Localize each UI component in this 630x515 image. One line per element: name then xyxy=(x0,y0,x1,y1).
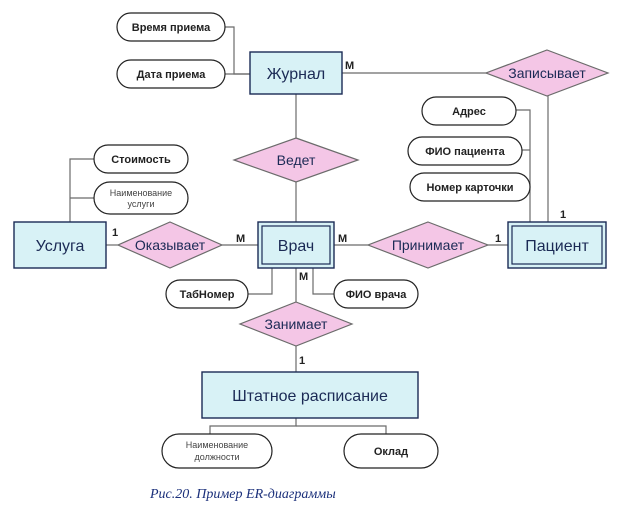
attribute-service-name-label-line1: Наименование xyxy=(110,188,172,198)
attribute-visit-time-label: Время приема xyxy=(132,22,211,34)
relationship-keeps-diamond xyxy=(232,137,360,183)
entity-doctor[interactable]: Врач xyxy=(257,221,335,269)
attribute-cost[interactable]: Стоимость xyxy=(93,144,189,174)
entity-service-label: Услуга xyxy=(36,238,85,255)
relationship-provides-label: Оказывает xyxy=(135,237,206,253)
attribute-patient-name-oval xyxy=(407,136,523,166)
entity-journal[interactable]: Журнал xyxy=(249,51,343,95)
relationship-receives-label: Принимает xyxy=(392,237,465,253)
entity-patient[interactable]: Пациент xyxy=(507,221,607,269)
connector-doctor-name xyxy=(312,268,334,295)
attribute-cost-oval xyxy=(93,144,189,174)
cardinality-service-provides: 1 xyxy=(112,227,118,239)
cardinality-patient-receives: 1 xyxy=(495,233,501,245)
relationship-records-label: Записывает xyxy=(508,65,586,81)
figure-caption: Рис.20. Пример ER-диаграммы xyxy=(149,487,336,502)
attribute-doctor-name-oval xyxy=(333,279,419,309)
entity-staff-label: Штатное расписание xyxy=(232,388,388,405)
cardinality-doctor-provides: M xyxy=(236,233,245,245)
entity-journal-box xyxy=(249,51,343,95)
attribute-patient-name[interactable]: ФИО пациента xyxy=(407,136,523,166)
attribute-address[interactable]: Адрес xyxy=(421,96,517,126)
entity-doctor-box xyxy=(257,221,335,269)
attribute-card-number-oval xyxy=(409,172,531,202)
cardinalities: M 1 1 M M 1 M 1 xyxy=(112,60,566,367)
relationship-records[interactable]: Записывает xyxy=(484,49,610,97)
attribute-cost-label: Стоимость xyxy=(111,154,171,166)
connector-address xyxy=(516,109,531,222)
relationship-receives[interactable]: Принимает xyxy=(366,221,490,269)
connector-position-name xyxy=(209,418,297,434)
connector-tab-number xyxy=(248,268,273,295)
entity-doctor-label: Врач xyxy=(278,238,314,255)
connector-visit-time xyxy=(225,26,250,75)
attribute-visit-date[interactable]: Дата приема xyxy=(116,59,226,89)
attribute-address-oval xyxy=(421,96,517,126)
cardinality-doctor-occupies: M xyxy=(299,271,308,283)
attribute-visit-time[interactable]: Время приема xyxy=(116,12,226,42)
attribute-card-number-label: Номер карточки xyxy=(426,182,513,194)
entity-patient-inner-border xyxy=(511,225,603,265)
entity-service-box xyxy=(13,221,107,269)
connectors xyxy=(69,26,549,434)
cardinality-staff-occupies: 1 xyxy=(299,355,305,367)
attribute-salary-label: Оклад xyxy=(374,446,408,458)
attribute-visit-date-oval xyxy=(116,59,226,89)
attribute-patient-name-label: ФИО пациента xyxy=(425,146,505,158)
cardinality-patient-records: 1 xyxy=(560,209,566,221)
cardinality-journal-records: M xyxy=(345,60,354,72)
entity-staff-box xyxy=(201,371,419,419)
cardinality-doctor-receives: M xyxy=(338,233,347,245)
connector-salary xyxy=(296,425,387,434)
attribute-service-name-oval xyxy=(93,181,189,215)
attribute-doctor-name[interactable]: ФИО врача xyxy=(333,279,419,309)
relationship-occupies[interactable]: Занимает xyxy=(238,301,354,347)
attribute-address-label: Адрес xyxy=(452,106,486,118)
entity-patient-box xyxy=(507,221,607,269)
entity-journal-label: Журнал xyxy=(267,66,325,83)
attribute-position-name-label-line1: Наименование xyxy=(186,440,248,450)
attribute-service-name[interactable]: Наименование услуги xyxy=(93,181,189,215)
attribute-position-name-label-line2: должности xyxy=(195,452,240,462)
attribute-visit-time-oval xyxy=(116,12,226,42)
connector-cost xyxy=(69,158,94,222)
relationship-occupies-diamond xyxy=(238,301,354,347)
entity-service[interactable]: Услуга xyxy=(13,221,107,269)
attribute-tab-number[interactable]: ТабНомер xyxy=(165,279,249,309)
relationship-provides[interactable]: Оказывает xyxy=(116,221,224,269)
relationship-receives-diamond xyxy=(366,221,490,269)
entity-doctor-inner-border xyxy=(261,225,331,265)
attribute-position-name[interactable]: Наименование должности xyxy=(161,433,273,469)
attribute-tab-number-label: ТабНомер xyxy=(180,289,235,301)
attribute-salary[interactable]: Оклад xyxy=(343,433,439,469)
entity-patient-label: Пациент xyxy=(525,238,589,255)
relationship-keeps[interactable]: Ведет xyxy=(232,137,360,183)
attribute-tab-number-oval xyxy=(165,279,249,309)
relationship-keeps-label: Ведет xyxy=(277,152,316,168)
attribute-card-number[interactable]: Номер карточки xyxy=(409,172,531,202)
relationship-occupies-label: Занимает xyxy=(265,316,329,332)
attribute-visit-date-label: Дата приема xyxy=(137,69,207,81)
relationship-records-diamond xyxy=(484,49,610,97)
entity-staff[interactable]: Штатное расписание xyxy=(201,371,419,419)
relationship-provides-diamond xyxy=(116,221,224,269)
attribute-position-name-oval xyxy=(161,433,273,469)
attribute-salary-oval xyxy=(343,433,439,469)
attribute-doctor-name-label: ФИО врача xyxy=(346,289,408,301)
attribute-service-name-label-line2: услуги xyxy=(128,199,155,209)
